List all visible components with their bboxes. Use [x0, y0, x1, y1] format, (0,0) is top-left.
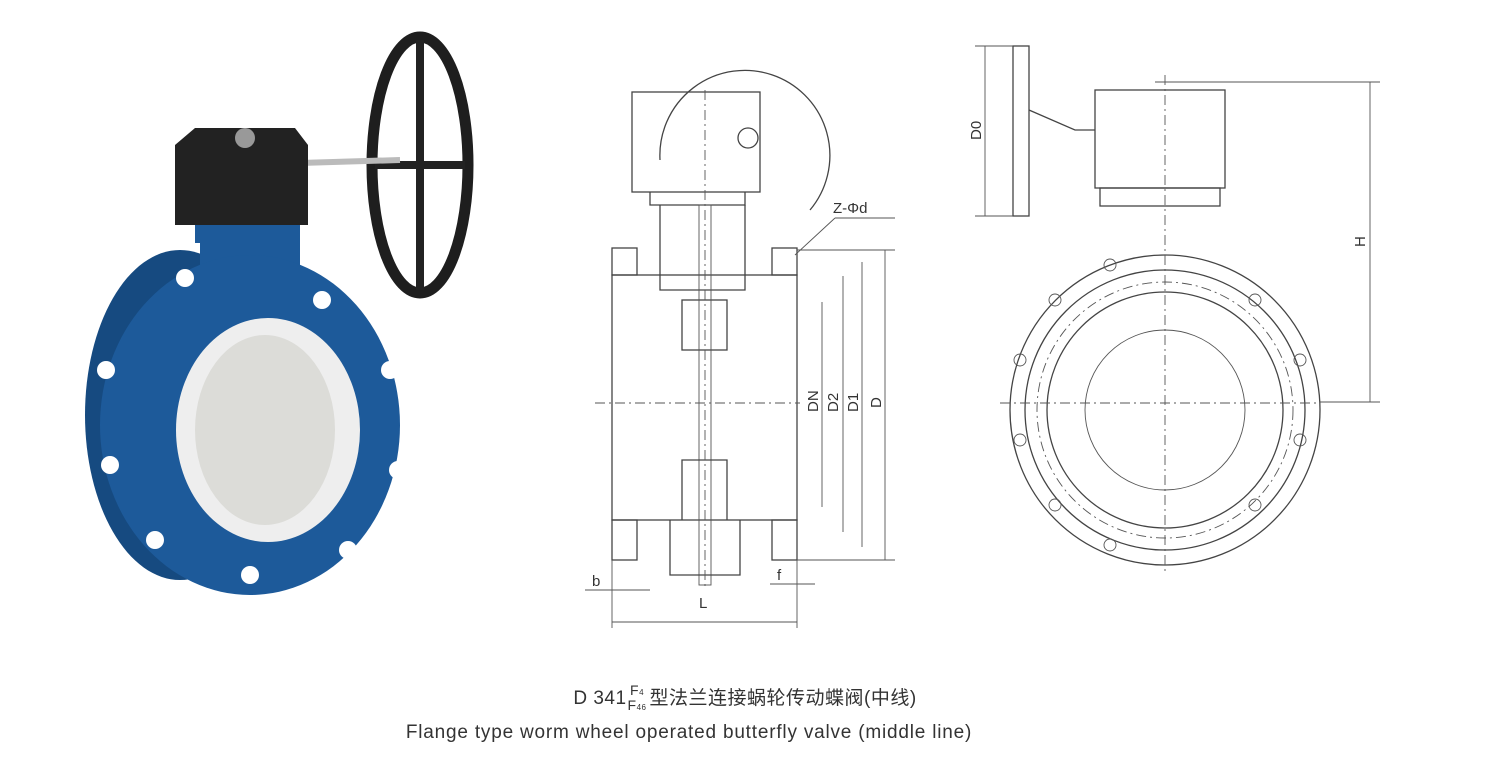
label-bolt-holes: Z-Φd [833, 200, 867, 217]
variant-bottom-sub: 46 [636, 702, 647, 712]
variant-bottom: F [627, 696, 637, 713]
front-view-drawing: D0 H [968, 45, 1380, 575]
variant-top: F [630, 681, 640, 698]
gearbox [175, 128, 308, 225]
label-dn: DN [805, 390, 822, 412]
caption-english: Flange type worm wheel operated butterfl… [405, 722, 973, 743]
handwheel [366, 31, 474, 299]
model-prefix: D 341 [573, 688, 627, 709]
label-b: b [592, 573, 600, 590]
title-chinese: 型法兰连接蜗轮传动蝶阀(中线) [649, 688, 917, 709]
label-f: f [777, 567, 782, 584]
label-d1: D1 [845, 393, 862, 412]
label-d2: D2 [825, 393, 842, 412]
label-d: D [868, 397, 885, 408]
label-l: L [699, 595, 707, 612]
side-section-drawing: Z-Φd DN D2 D1 D b f L [585, 69, 895, 628]
variant-top-sub: 4 [639, 687, 645, 697]
label-h: H [1352, 236, 1369, 247]
label-d0: D0 [968, 121, 985, 140]
valve-photo [85, 31, 474, 595]
